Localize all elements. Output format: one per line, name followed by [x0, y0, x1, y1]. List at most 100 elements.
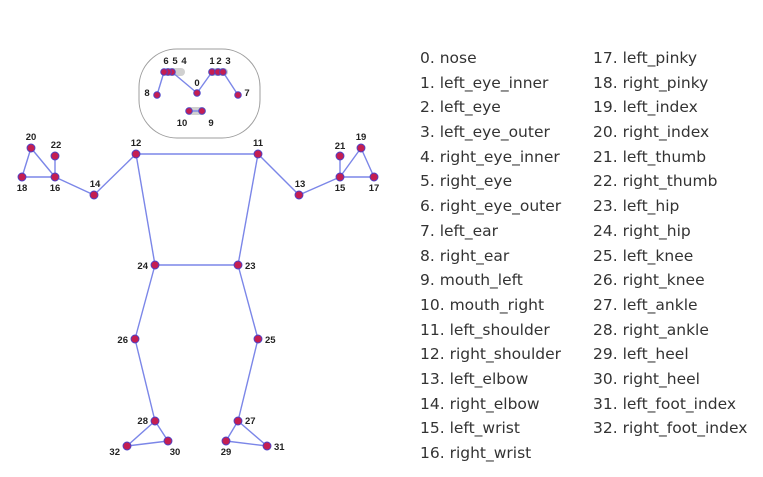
- landmark-label-10: 10: [177, 118, 188, 129]
- connection-0-4: [171, 71, 198, 94]
- legend-item: 23. left_hip: [593, 197, 680, 216]
- landmark-label-22: 22: [51, 140, 62, 151]
- landmark-point-13: [294, 190, 304, 200]
- connection-11-13: [257, 153, 300, 196]
- landmark-label-0: 0: [194, 78, 199, 89]
- landmark-label-32: 32: [109, 447, 120, 458]
- connection-27-31: [237, 420, 268, 447]
- landmark-label-20: 20: [26, 132, 37, 143]
- connection-3-7: [222, 71, 239, 96]
- legend-item: 10. mouth_right: [420, 295, 545, 314]
- landmark-point-3: [219, 68, 227, 76]
- legend-item: 13. left_elbow: [420, 369, 529, 388]
- connection-24-26: [134, 264, 156, 340]
- landmark-point-17: [369, 172, 379, 182]
- landmark-point-24: [150, 260, 160, 270]
- legend-item: 22. right_thumb: [593, 172, 718, 191]
- landmark-point-8: [153, 91, 161, 99]
- legend-item: 2. left_eye: [420, 98, 501, 117]
- landmark-point-21: [335, 151, 345, 161]
- legend-item: 6. right_eye_outer: [420, 197, 562, 216]
- legend-item: 14. right_elbow: [420, 394, 540, 413]
- landmark-point-31: [262, 441, 272, 451]
- connection-13-15: [298, 176, 341, 196]
- landmark-label-19: 19: [356, 132, 367, 143]
- landmark-point-10: [185, 107, 193, 115]
- connection-28-32: [126, 420, 156, 447]
- landmark-point-12: [131, 149, 141, 159]
- legend-item: 15. left_wrist: [420, 419, 520, 438]
- legend-item: 9. mouth_left: [420, 271, 523, 290]
- landmark-label-29: 29: [221, 447, 232, 458]
- landmark-label-30: 30: [170, 447, 181, 458]
- connection-11-23: [237, 153, 259, 266]
- landmark-label-5: 5: [172, 56, 178, 67]
- connection-14-16: [54, 176, 95, 196]
- legend-item: 19. left_index: [593, 98, 698, 117]
- landmark-label-12: 12: [131, 138, 142, 149]
- connection-18-20: [21, 147, 32, 178]
- connection-30-32: [126, 440, 169, 447]
- landmark-point-0: [193, 89, 201, 97]
- legend-item: 18. right_pinky: [593, 73, 709, 92]
- landmark-point-9: [198, 107, 206, 115]
- landmark-label-21: 21: [335, 141, 346, 152]
- landmark-label-1: 1: [209, 56, 215, 67]
- legend-item: 26. right_knee: [593, 271, 705, 290]
- landmark-label-6: 6: [163, 56, 168, 67]
- landmark-point-6: [160, 68, 168, 76]
- connection-23-25: [237, 264, 259, 340]
- landmark-label-2: 2: [216, 56, 221, 67]
- landmark-label-9: 9: [208, 118, 213, 129]
- legend-item: 7. left_ear: [420, 221, 498, 240]
- landmark-point-14: [89, 190, 99, 200]
- landmark-label-28: 28: [137, 416, 148, 427]
- legend-item: 1. left_eye_inner: [420, 73, 549, 92]
- landmark-point-29: [221, 436, 231, 446]
- landmark-label-26: 26: [117, 335, 128, 346]
- legend-item: 16. right_wrist: [420, 444, 532, 462]
- landmark-label-11: 11: [253, 138, 264, 149]
- landmark-label-13: 13: [295, 179, 306, 190]
- landmark-label-3: 3: [225, 56, 230, 67]
- legend-item: 32. right_foot_index: [593, 419, 748, 438]
- landmark-point-25: [253, 334, 263, 344]
- landmark-point-23: [233, 260, 243, 270]
- connection-17-19: [360, 147, 375, 178]
- connection-29-31: [225, 440, 268, 447]
- landmark-point-22: [50, 151, 60, 161]
- connection-12-14: [93, 153, 137, 196]
- legend-item: 3. left_eye_outer: [420, 123, 550, 142]
- legend-item: 31. left_foot_index: [593, 394, 737, 413]
- legend-item: 27. left_ankle: [593, 295, 698, 314]
- legend-item: 25. left_knee: [593, 246, 694, 265]
- landmark-label-17: 17: [369, 183, 380, 194]
- landmark-label-24: 24: [137, 261, 148, 272]
- landmark-point-26: [130, 334, 140, 344]
- landmark-label-14: 14: [90, 179, 101, 190]
- landmark-point-30: [163, 436, 173, 446]
- skeleton-connections: [21, 71, 375, 447]
- landmark-point-18: [17, 172, 27, 182]
- landmark-point-16: [50, 172, 60, 182]
- landmark-label-16: 16: [50, 183, 61, 194]
- landmark-point-20: [26, 143, 36, 153]
- landmark-label-18: 18: [17, 183, 28, 194]
- legend-item: 24. right_hip: [593, 221, 691, 240]
- legend-item: 12. right_shoulder: [420, 345, 562, 364]
- connection-16-20: [30, 147, 56, 178]
- legend-item: 11. left_shoulder: [420, 320, 550, 339]
- landmark-label-4: 4: [181, 56, 187, 67]
- legend-item: 8. right_ear: [420, 246, 510, 265]
- connection-0-1: [196, 71, 213, 94]
- legend-item: 30. right_heel: [593, 369, 700, 388]
- landmark-point-19: [356, 143, 366, 153]
- landmark-label-27: 27: [245, 416, 256, 427]
- landmark-points: [17, 68, 379, 451]
- legend-item: 21. left_thumb: [593, 147, 707, 166]
- landmark-label-23: 23: [245, 261, 256, 272]
- legend-item: 4. right_eye_inner: [420, 147, 560, 166]
